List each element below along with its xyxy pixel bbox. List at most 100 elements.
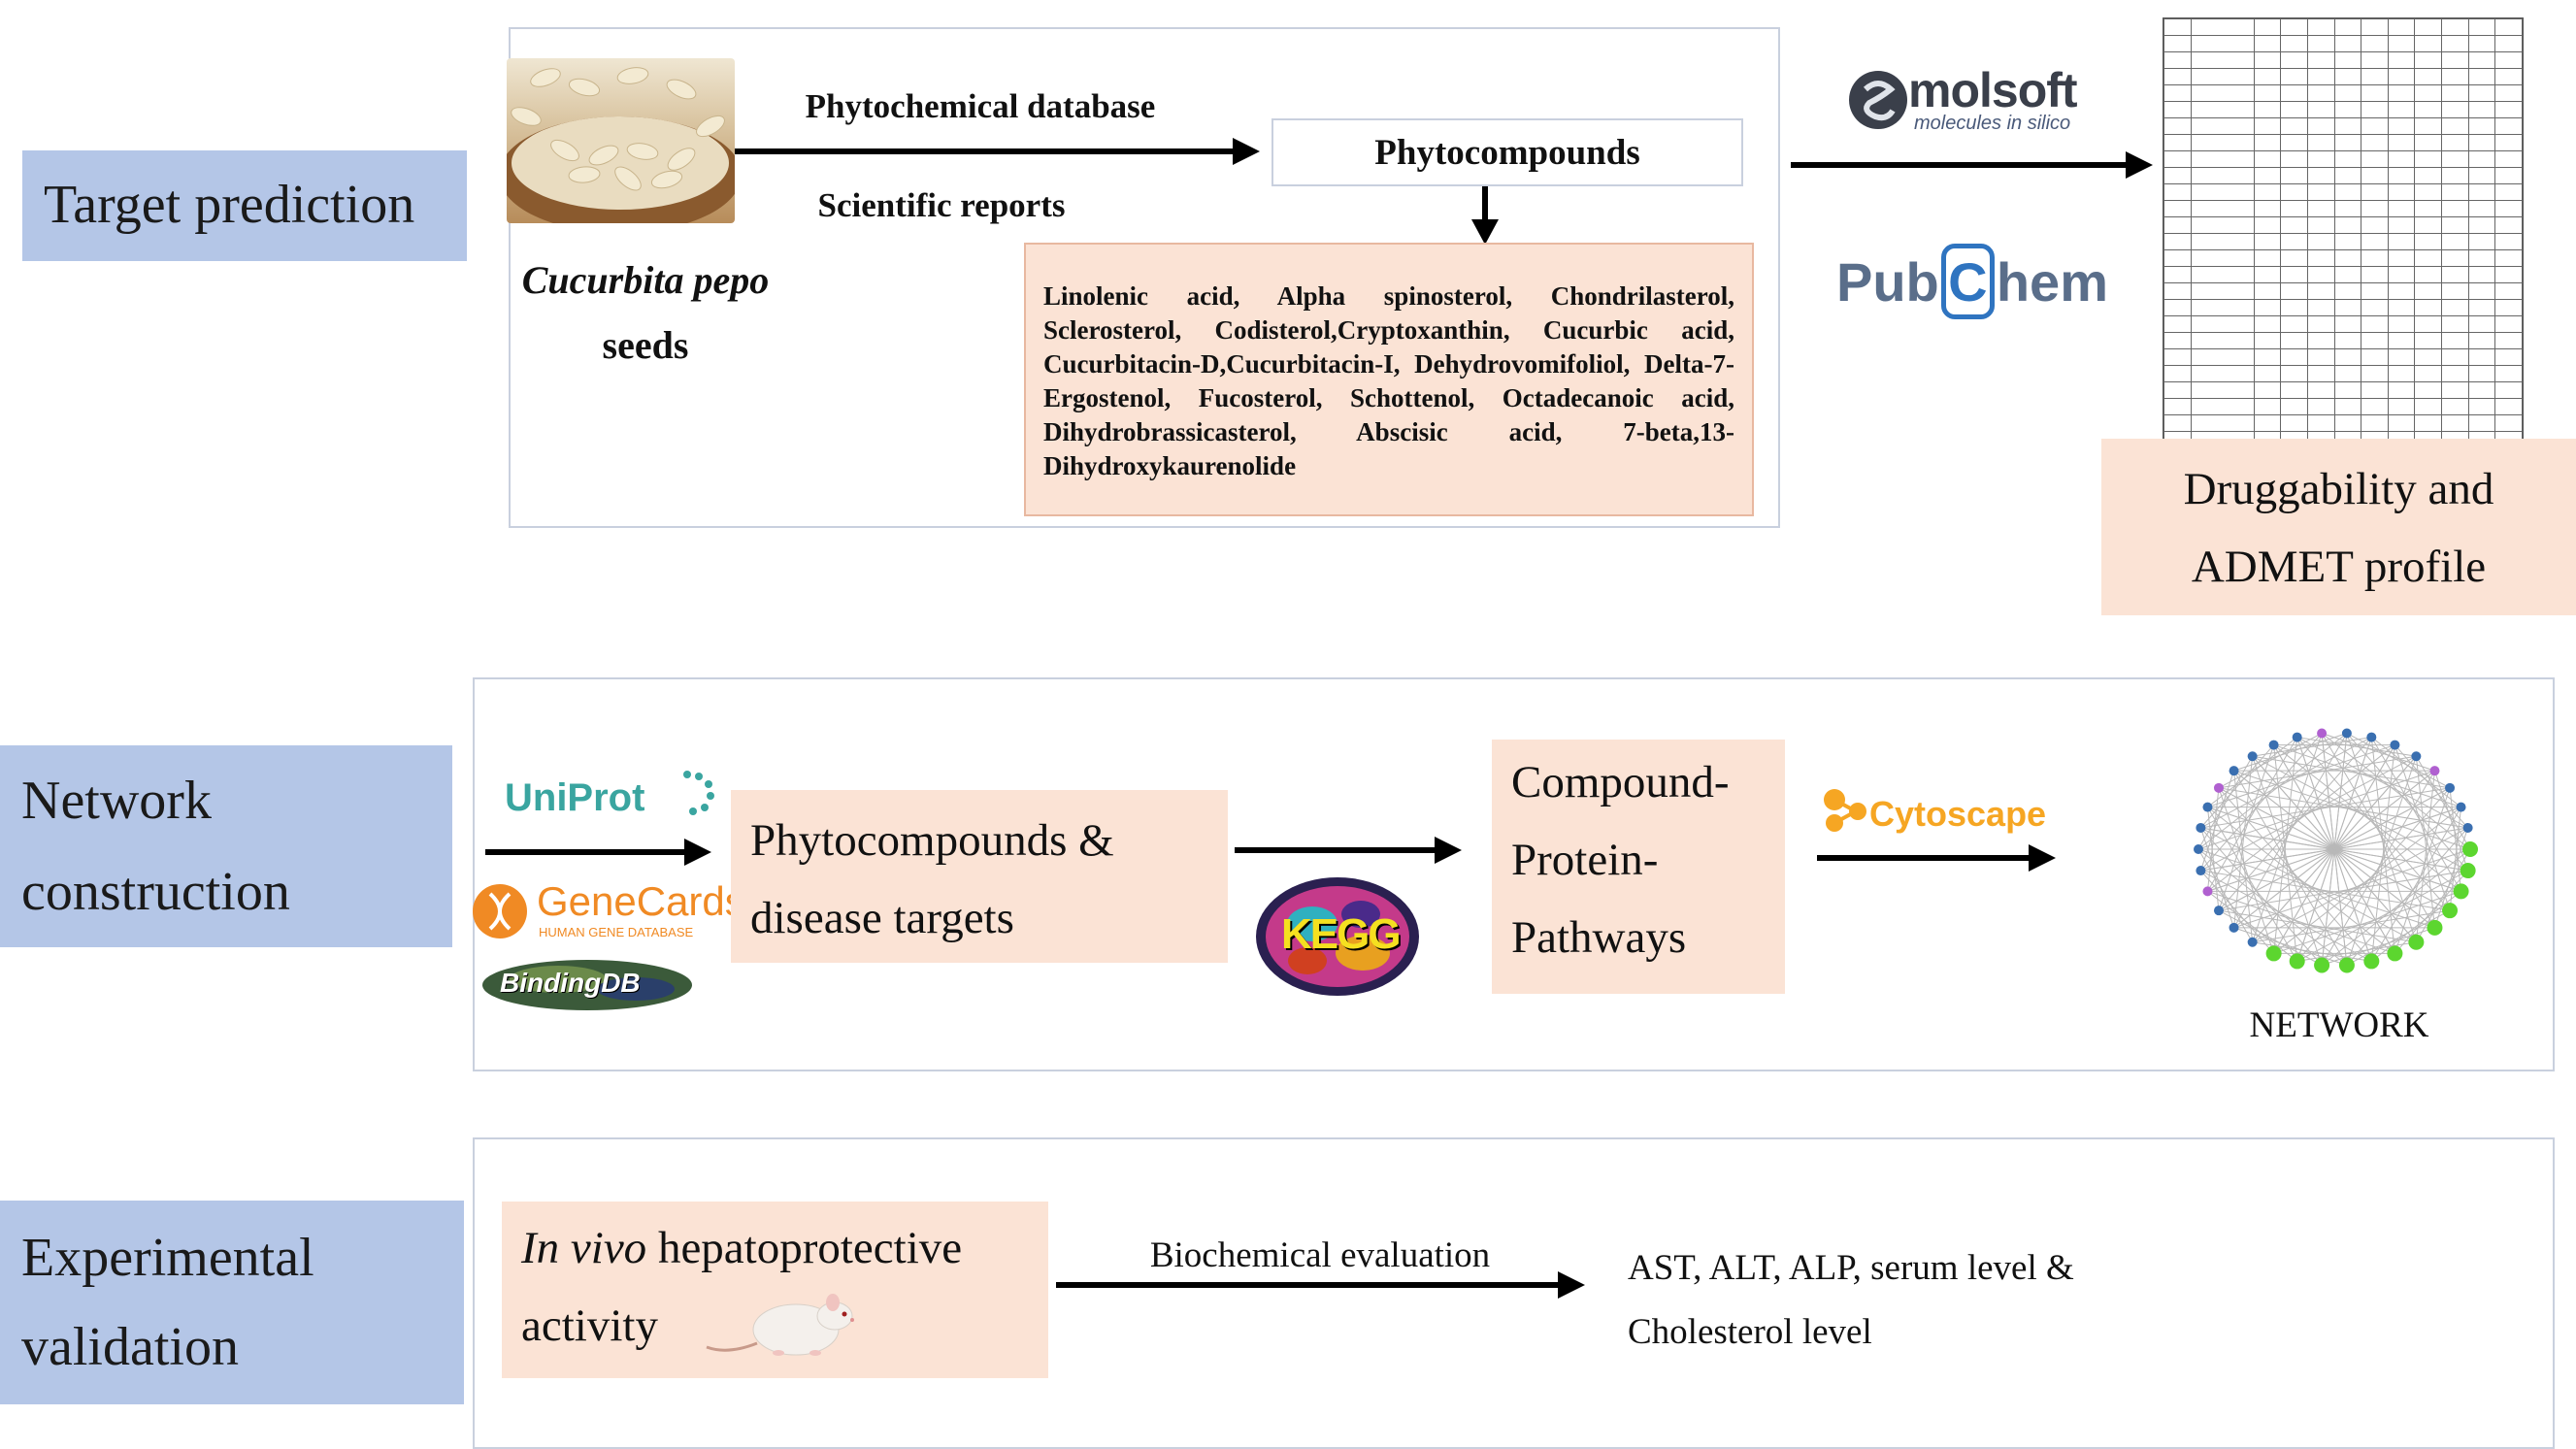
network-node: [2411, 751, 2422, 762]
admet-cell: [2494, 332, 2523, 349]
rat-image: [706, 1294, 854, 1356]
admet-cell: [2494, 183, 2523, 201]
admet-cell: [2494, 200, 2523, 217]
admet-cell: [2467, 183, 2496, 201]
network-node: [2317, 728, 2328, 739]
admet-cell: [2494, 414, 2523, 432]
admet-cell: [2190, 365, 2255, 382]
admet-cell: [2414, 51, 2442, 69]
admet-cell: [2253, 381, 2282, 399]
admet-cell: [2333, 266, 2362, 283]
network-edge: [2433, 770, 2469, 872]
admet-cell: [2494, 398, 2523, 415]
admet-cell: [2333, 117, 2362, 135]
network-node: [2462, 822, 2473, 833]
network-node: [2265, 945, 2282, 962]
admet-cell: [2414, 414, 2442, 432]
admet-cell: [2441, 282, 2469, 300]
admet-cell: [2333, 398, 2362, 415]
admet-cell: [2361, 84, 2389, 102]
arrow-to-phytocompounds: [735, 148, 1239, 154]
admet-cell: [2163, 348, 2192, 366]
admet-cell: [2467, 68, 2496, 85]
arrow-head-phytocompounds: [1233, 138, 1260, 165]
admet-cell: [2163, 35, 2192, 52]
admet-cell: [2414, 84, 2442, 102]
admet-cell: [2494, 299, 2523, 316]
network-edge: [2200, 827, 2417, 943]
admet-cell: [2190, 348, 2255, 366]
admet-cell: [2253, 200, 2282, 217]
admet-cell: [2163, 18, 2192, 36]
admet-cell: [2163, 84, 2192, 102]
admet-cell: [2494, 365, 2523, 382]
network-node: [2453, 883, 2469, 900]
phytocompounds-targets-box: Phytocompounds & disease targets: [731, 790, 1228, 963]
cytoscape-name: Cytoscape: [1869, 794, 2047, 834]
druggability-admet-box: Druggability and ADMET profile: [2101, 439, 2576, 615]
results-line1: AST, ALT, ALP, serum level &: [1628, 1248, 2074, 1288]
admet-cell: [2333, 332, 2362, 349]
admet-cell: [2163, 398, 2192, 415]
network-edge: [2415, 848, 2471, 943]
admet-cell: [2190, 167, 2255, 184]
arrow-to-results: [1056, 1282, 1561, 1288]
network-node: [2314, 957, 2330, 973]
network-edge: [2207, 737, 2298, 892]
admet-cell: [2387, 332, 2416, 349]
network-edge: [2371, 737, 2461, 808]
admet-cell: [2361, 101, 2389, 118]
admet-cell: [2414, 249, 2442, 267]
admet-cell: [2163, 266, 2192, 283]
network-node: [2366, 732, 2377, 742]
admet-cell: [2190, 101, 2255, 118]
admet-cell: [2190, 51, 2255, 69]
admet-cell: [2253, 315, 2282, 333]
admet-cell: [2441, 68, 2469, 85]
uniprot-logo: UniProt: [505, 771, 718, 835]
admet-cell: [2306, 315, 2335, 333]
admet-cell: [2361, 200, 2389, 217]
bindingdb-name: BindingDB: [500, 968, 641, 998]
admet-cell: [2333, 315, 2362, 333]
network-edge: [2207, 744, 2395, 892]
admet-cell: [2361, 18, 2389, 36]
admet-cell: [2494, 233, 2523, 250]
admet-cell: [2441, 414, 2469, 432]
pubchem-logo: Pub C hem: [1836, 243, 2108, 320]
network-edge: [2296, 737, 2417, 757]
admet-cell: [2306, 348, 2335, 366]
admet-cell: [2494, 381, 2523, 399]
molsoft-name: molsoft: [1908, 63, 2078, 117]
network-edge: [2371, 890, 2461, 962]
admet-cell: [2494, 134, 2523, 151]
pubchem-c-hexagon: C: [1940, 244, 1995, 319]
network-edge: [2207, 890, 2395, 954]
network-edge: [2394, 744, 2468, 829]
network-edge: [2252, 737, 2372, 757]
network-node: [2462, 841, 2478, 857]
network-node: [2387, 945, 2403, 962]
admet-cell: [2387, 167, 2416, 184]
admet-cell: [2441, 183, 2469, 201]
admet-cell: [2280, 315, 2308, 333]
network-edge: [2394, 744, 2451, 911]
admet-cell: [2306, 381, 2335, 399]
admet-cell: [2190, 18, 2255, 36]
network-edge: [2200, 827, 2323, 966]
admet-cell: [2253, 117, 2282, 135]
admet-cell: [2333, 84, 2362, 102]
admet-cell: [2333, 414, 2362, 432]
admet-cell: [2387, 348, 2416, 366]
admet-cell: [2190, 249, 2255, 267]
admet-cell: [2190, 68, 2255, 85]
network-edge: [2415, 756, 2435, 928]
network-edge: [2233, 927, 2348, 966]
network-edge: [2273, 737, 2298, 954]
admet-cell: [2280, 84, 2308, 102]
admet-cell: [2333, 348, 2362, 366]
admet-cell: [2280, 398, 2308, 415]
admet-cell: [2387, 35, 2416, 52]
network-edge: [2321, 733, 2435, 929]
admet-cell: [2333, 216, 2362, 234]
